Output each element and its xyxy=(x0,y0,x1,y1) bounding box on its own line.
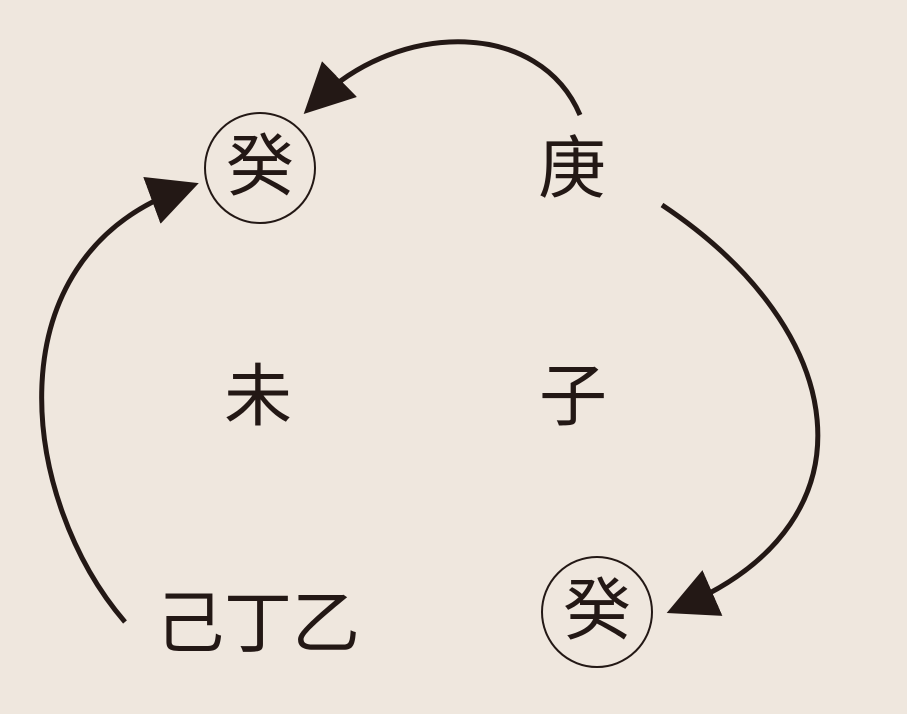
circle-marker-top-left xyxy=(204,112,316,224)
char-gui-bottom: 癸 xyxy=(562,572,632,651)
arrow-geng-to-gui-bottom xyxy=(660,202,821,616)
char-zi: 子 xyxy=(538,358,608,437)
char-wei: 未 xyxy=(223,358,293,437)
chars-ji-ding-yi: 己丁乙 xyxy=(155,585,361,664)
arrow-geng-to-gui-top xyxy=(303,39,583,116)
char-geng: 庚 xyxy=(537,130,607,209)
arrow-jidingyi-to-gui-top xyxy=(39,176,199,624)
circle-marker-bottom-right xyxy=(541,556,653,668)
char-gui-top: 癸 xyxy=(225,128,295,207)
